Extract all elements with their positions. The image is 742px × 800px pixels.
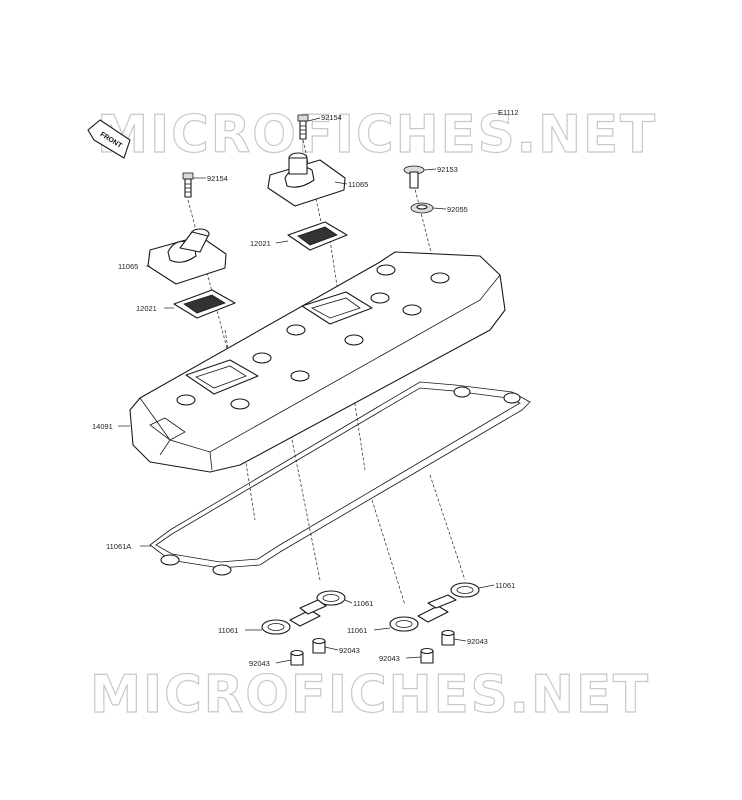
watermark-top: MICROFICHES.NET <box>97 105 657 165</box>
cover-gasket <box>149 381 531 576</box>
label-washer-right: 92055 <box>447 205 468 214</box>
collar-2 <box>312 637 326 654</box>
front-arrow-icon: FRONT <box>87 119 131 159</box>
collar-3 <box>420 647 434 664</box>
label-breather-left: 11065 <box>118 262 138 271</box>
label-seal-3: 11061 <box>347 626 367 635</box>
breather-cover-center <box>267 152 346 207</box>
collar-4 <box>441 629 455 646</box>
cylinder-head-cover <box>129 251 506 473</box>
label-collar-4: 92043 <box>467 637 488 646</box>
breather-cover-left <box>147 228 227 285</box>
label-plate-left: 12021 <box>136 304 157 313</box>
plug-seal-3 <box>389 605 449 632</box>
label-collar-1: 92043 <box>249 659 270 668</box>
label-gasket: 11061A <box>106 542 131 551</box>
plate-center <box>287 221 348 251</box>
label-bolt-right: 92153 <box>437 165 458 174</box>
diagram-code: E1112 <box>498 108 519 117</box>
label-collar-3: 92043 <box>379 654 400 663</box>
washer-right-icon <box>410 202 434 214</box>
label-bolt-top-center: 92154 <box>321 113 342 122</box>
label-leaders <box>118 117 495 664</box>
label-seal-4: 11061 <box>495 581 515 590</box>
label-bolt-left: 92154 <box>207 174 228 183</box>
collar-1 <box>290 649 304 666</box>
label-cover: 14091 <box>92 422 113 431</box>
label-seal-1: 11061 <box>218 626 238 635</box>
label-plate-center: 12021 <box>250 239 271 248</box>
bolt-left-icon <box>182 172 194 198</box>
bolt-top-center-icon <box>297 114 309 140</box>
bolt-right-icon <box>403 165 425 189</box>
plate-left <box>173 289 236 319</box>
plug-seal-1 <box>261 609 321 635</box>
watermark-bottom: MICROFICHES.NET <box>90 665 650 725</box>
label-collar-2: 92043 <box>339 646 360 655</box>
plug-seal-4 <box>427 582 480 609</box>
label-seal-2: 11061 <box>353 599 373 608</box>
label-breather-center: 11065 <box>348 180 368 189</box>
plug-seal-2 <box>299 590 346 615</box>
